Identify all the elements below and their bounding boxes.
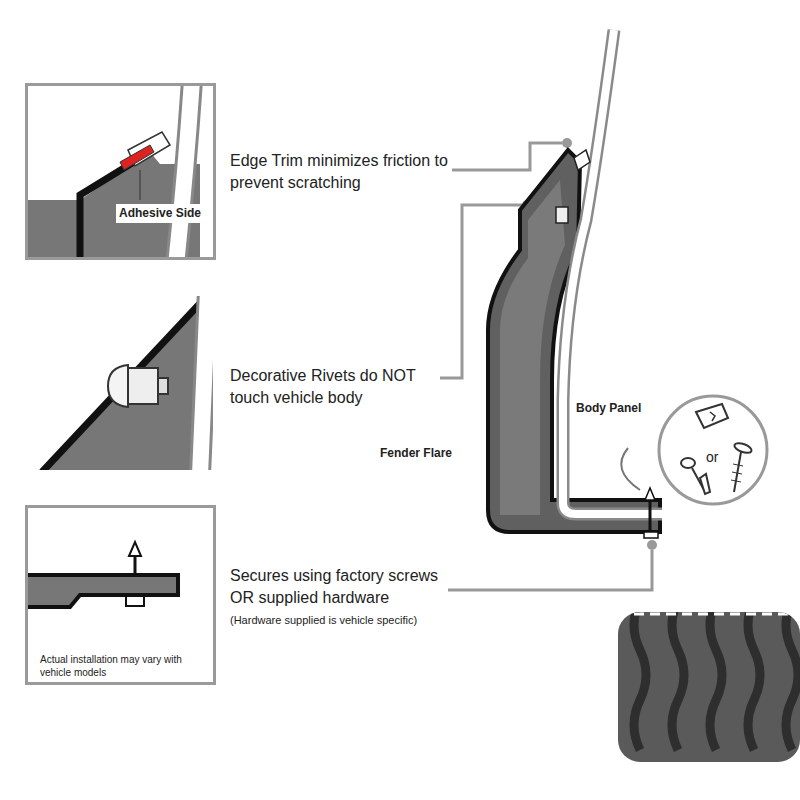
note-text: Actual installation may vary with vehicl…	[40, 654, 205, 679]
callout-text: Secures using factory screws OR supplied…	[230, 565, 452, 608]
edge-trim	[574, 150, 590, 170]
edge-trim-detail	[28, 86, 200, 257]
callout-text: Edge Trim minimizes friction to prevent …	[230, 150, 452, 193]
detail-panel: Actual installation may vary with vehicl…	[25, 505, 216, 685]
rivet-detail	[28, 296, 208, 470]
fastener-detail	[28, 542, 178, 607]
callout-text: Decorative Rivets do NOT touch vehicle b…	[230, 365, 440, 408]
part-label: Fender Flare	[378, 445, 454, 461]
detail-panel: Adhesive Side	[25, 83, 216, 260]
or-text: or	[704, 448, 720, 467]
note-text: (Hardware supplied is vehicle specific)	[230, 613, 417, 628]
tire	[618, 612, 800, 762]
body-panel	[563, 30, 662, 514]
fender-flare	[488, 150, 660, 532]
rivet	[556, 207, 568, 223]
part-label: Body Panel	[574, 400, 643, 416]
part-label: Adhesive Side	[116, 204, 204, 223]
hardware-circle	[659, 396, 767, 504]
